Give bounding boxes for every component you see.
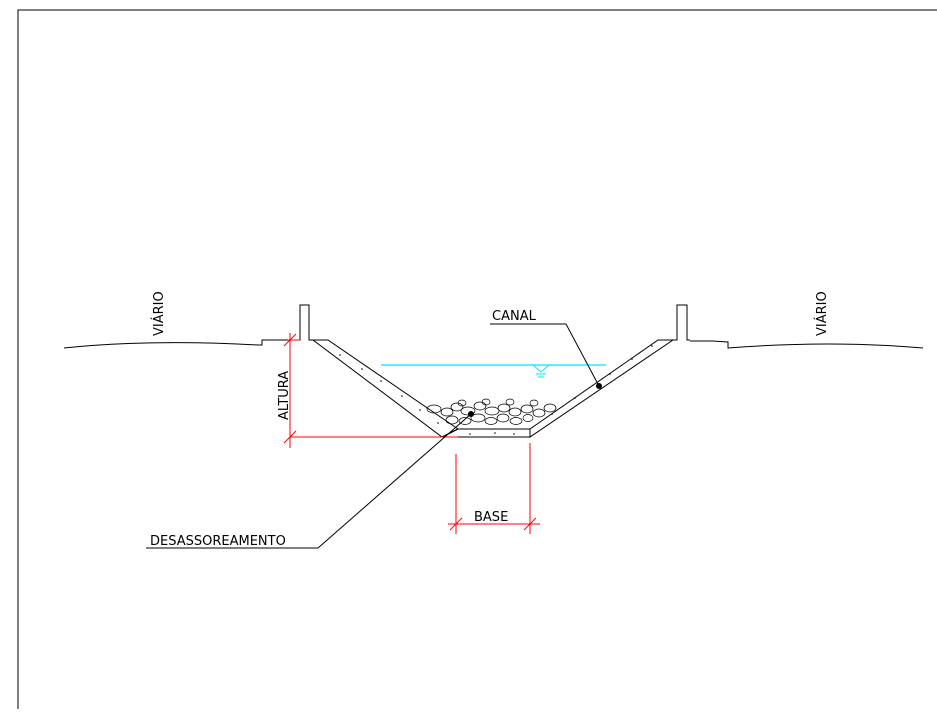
altura-dimension: [283, 333, 458, 448]
left-canal-lining: [311, 339, 459, 438]
canal-leader: [490, 323, 600, 387]
right-wall-post: [673, 304, 690, 341]
left-wall-post: [290, 304, 313, 341]
desassoreamento-label: DESASSOREAMENTO: [150, 534, 286, 549]
altura-label: ALTURA: [277, 371, 292, 420]
viario-left-label: VIÁRIO: [151, 291, 167, 336]
water-level-symbol: [531, 364, 551, 378]
base-label: BASE: [474, 510, 508, 525]
right-road-ground: [690, 340, 924, 349]
concrete-hatch: [339, 345, 653, 435]
right-canal-lining: [529, 339, 675, 438]
canal-label: CANAL: [492, 309, 537, 324]
desassoreamento-leader: [146, 413, 472, 549]
canal-leader-dot: [596, 383, 602, 389]
sediment-deposit: [426, 398, 557, 425]
canal-bottom-slab: [441, 428, 531, 438]
desassoreamento-leader-dot: [468, 411, 474, 417]
drawing-frame: [17, 9, 937, 709]
base-dimension: [448, 443, 540, 534]
viario-right-label: VIÁRIO: [814, 291, 830, 336]
left-road-ground: [63, 339, 290, 349]
